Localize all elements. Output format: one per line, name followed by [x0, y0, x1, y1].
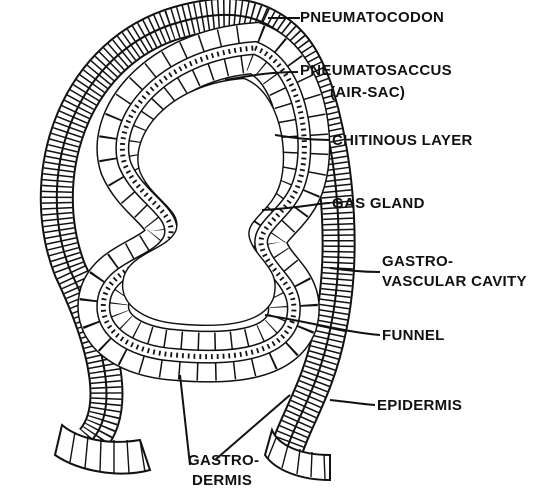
label-chitinous-layer: CHITINOUS LAYER: [332, 132, 473, 149]
label-gas-gland: GAS GLAND: [332, 195, 425, 212]
label-gastrodermis-line1: GASTRO-: [188, 452, 259, 469]
label-air-sac: (AIR-SAC): [330, 84, 405, 101]
label-funnel: FUNNEL: [382, 327, 445, 344]
label-gastrodermis-line2: DERMIS: [192, 472, 252, 489]
label-epidermis: EPIDERMIS: [377, 397, 462, 414]
label-pneumatocodon: PNEUMATOCODON: [300, 9, 444, 26]
label-gastro: GASTRO-: [382, 253, 453, 270]
label-vascular-cavity: VASCULAR CAVITY: [382, 273, 527, 290]
label-pneumatosaccus: PNEUMATOSACCUS: [300, 62, 452, 79]
